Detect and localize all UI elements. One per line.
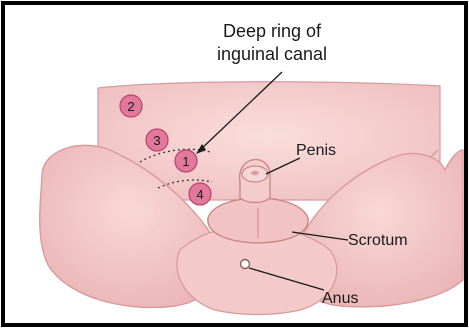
marker-2-label: 2 [127, 99, 134, 114]
label-penis: Penis [296, 142, 336, 159]
marker-3: 3 [146, 129, 168, 151]
marker-3-label: 3 [153, 133, 160, 148]
label-scrotum: Scrotum [348, 232, 408, 249]
marker-1: 1 [175, 150, 197, 172]
marker-1-label: 1 [182, 154, 189, 169]
label-deep-ring-line2: inguinal canal [217, 44, 327, 64]
anus-dot [241, 260, 250, 269]
urethral-meatus [251, 171, 259, 175]
label-anus: Anus [322, 290, 358, 307]
marker-2: 2 [120, 95, 142, 117]
marker-4-label: 4 [196, 187, 203, 202]
label-deep-ring-line1: Deep ring of [223, 21, 322, 41]
marker-4: 4 [189, 183, 211, 205]
